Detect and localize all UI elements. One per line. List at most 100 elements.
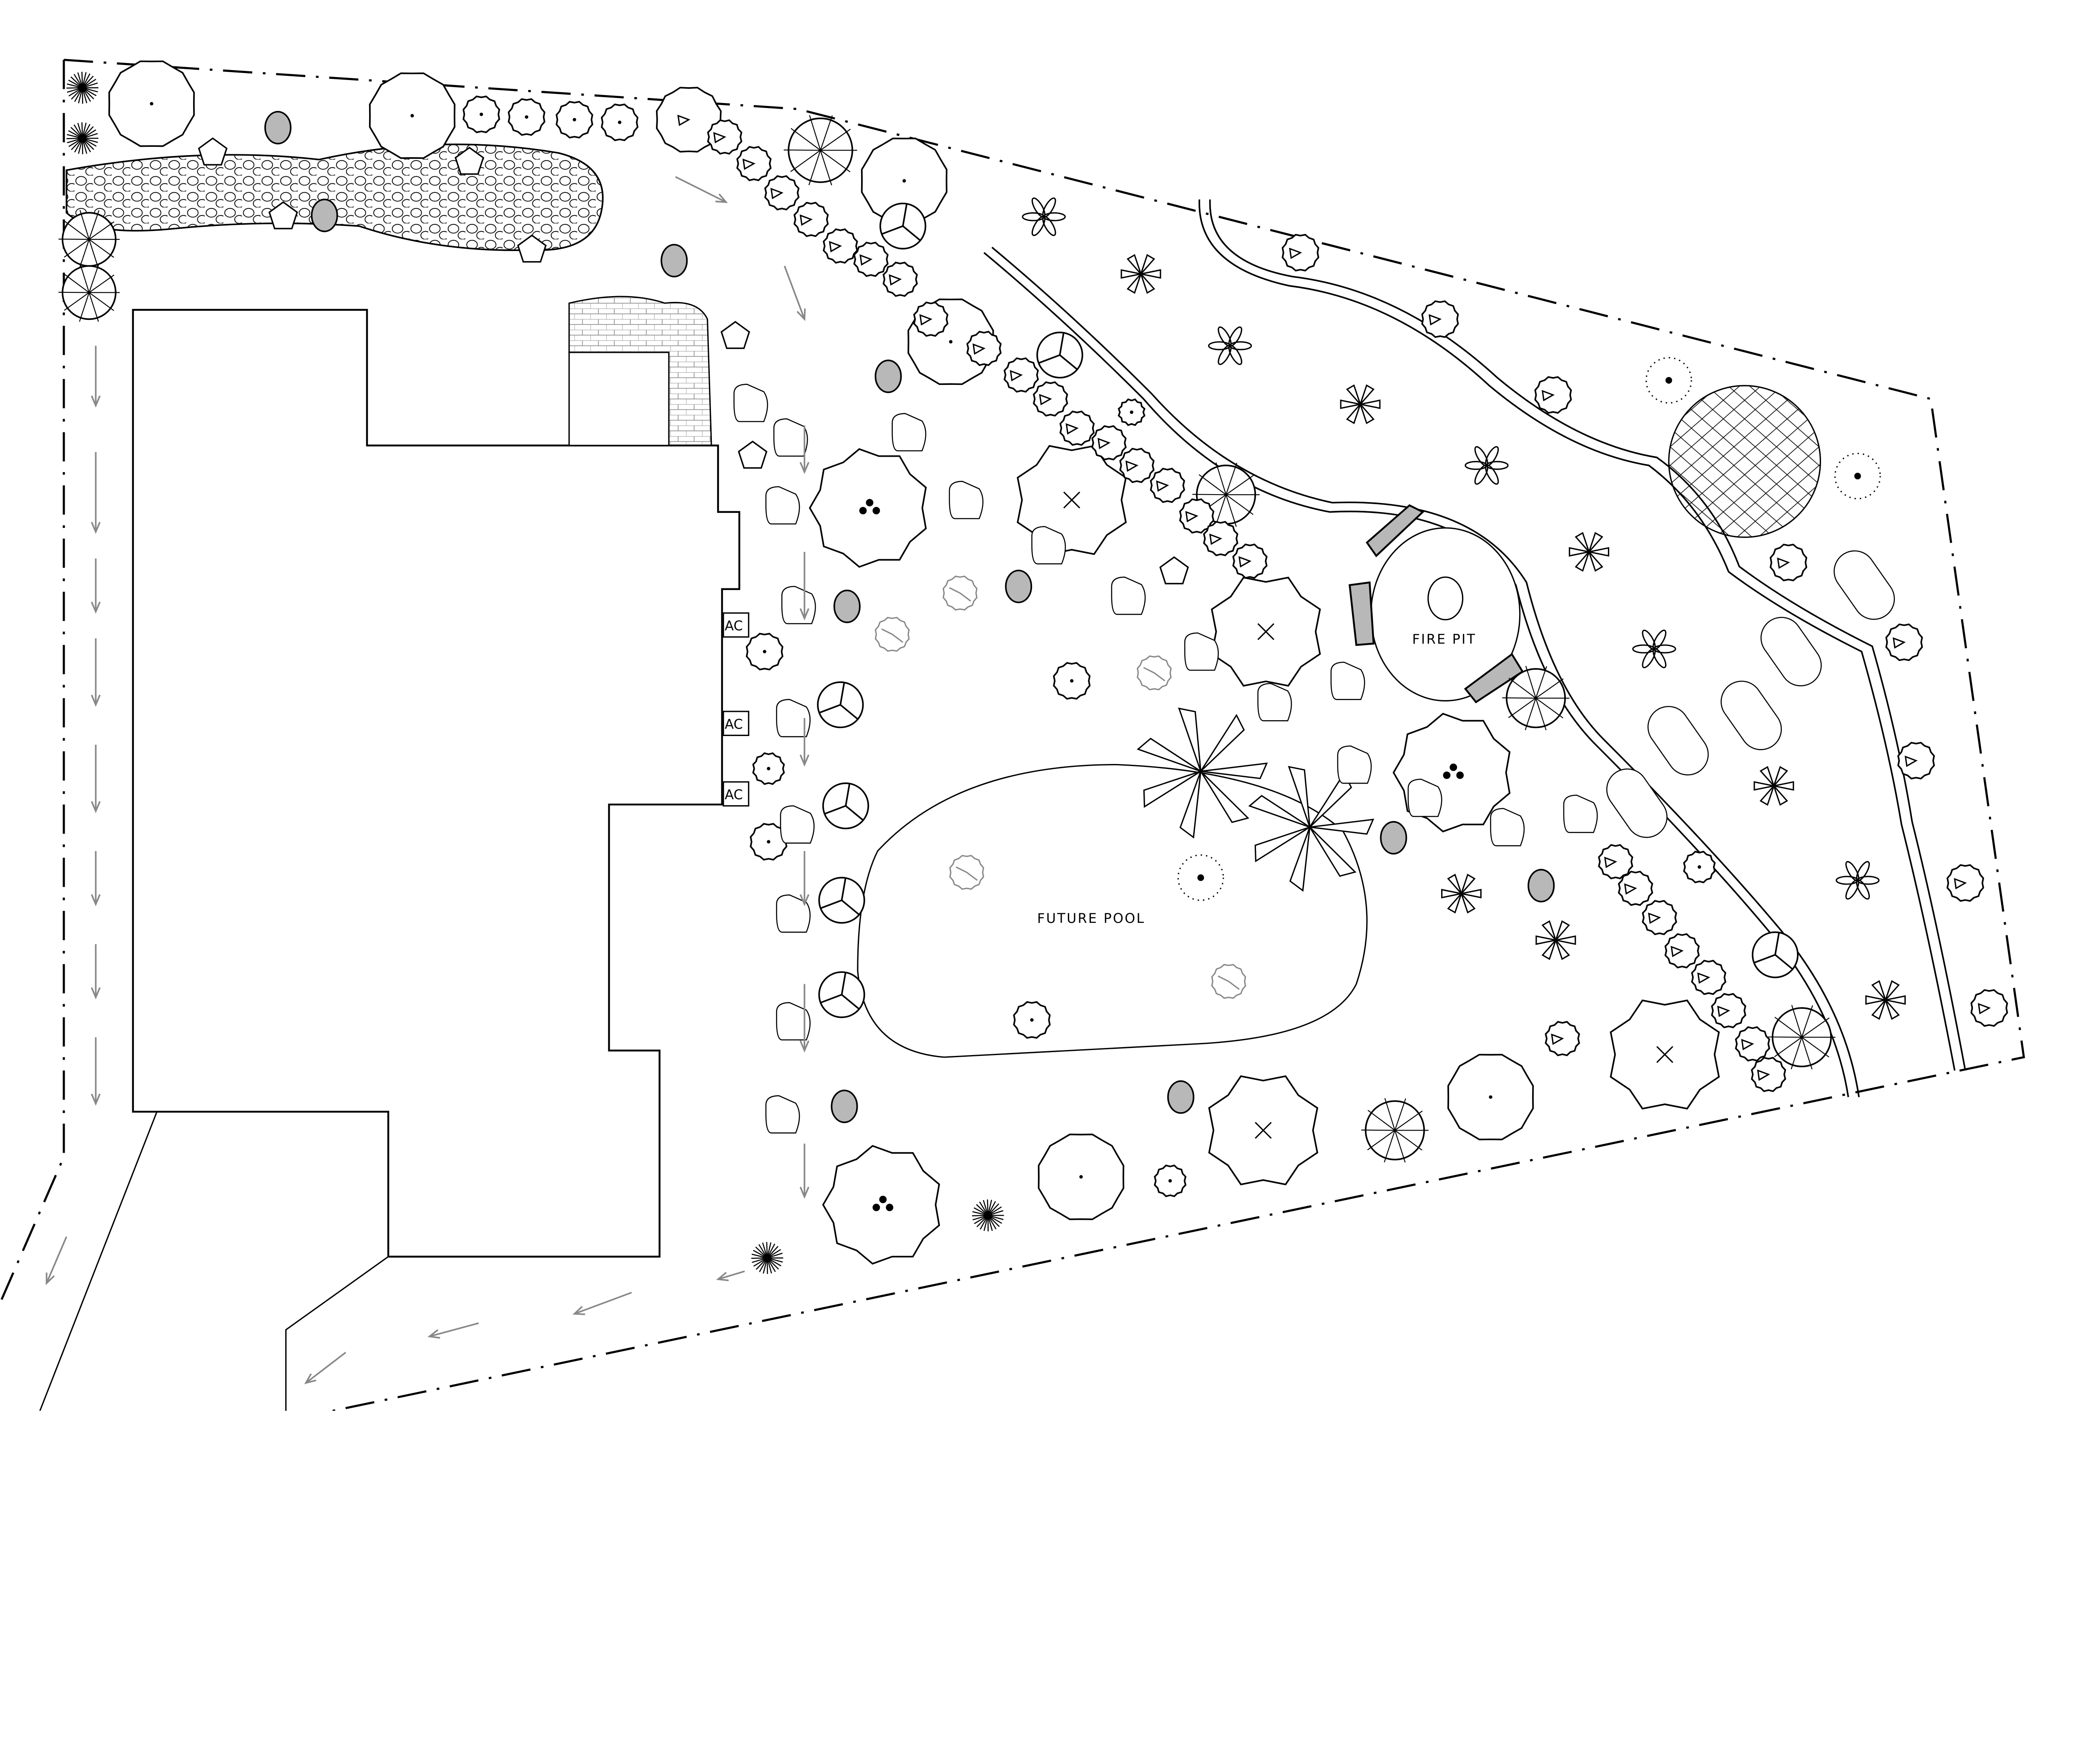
stepping-stone-symbol [1337, 745, 1372, 784]
pool-label: FUTURE POOL [1037, 910, 1145, 926]
palm-symbol [1248, 766, 1374, 892]
boulder-symbol [661, 244, 688, 278]
drainage-arrow [90, 1037, 101, 1106]
shrub-flag-symbol [1691, 960, 1726, 995]
ac-label: AC [725, 716, 743, 732]
shrub-dot-symbol [507, 98, 545, 136]
shrub-dot-symbol [1037, 1133, 1125, 1220]
shrub-flag-symbol [1091, 425, 1127, 461]
shrub-flag-symbol [793, 201, 829, 237]
bed-edge-inner-2 [991, 246, 1860, 1098]
drainage-arrow [799, 552, 809, 621]
stepping-stone-symbol [1031, 526, 1066, 565]
stepping-stone-symbol [773, 418, 808, 457]
shrub-pie-symbol [1751, 931, 1799, 978]
pentagon-symbol [198, 137, 228, 166]
pentagon-symbol [1159, 556, 1189, 585]
shrub-dot-symbol [1053, 662, 1091, 700]
shrub-flag-symbol [707, 119, 743, 155]
shrub-dot-symbol [746, 633, 784, 671]
shrub-dot-symbol [600, 103, 639, 141]
shrub-dot-symbol [1683, 850, 1716, 884]
pentagon-symbol [455, 146, 485, 175]
flower-symbol [1022, 197, 1066, 236]
boulder-symbol [311, 199, 338, 232]
perennial-gray-symbol [1211, 964, 1246, 999]
shrub-dot-symbol [462, 95, 500, 133]
ac-label: AC [725, 618, 743, 633]
drainage-arrow [799, 718, 809, 767]
star-perennial-symbol [1753, 766, 1794, 806]
brick-chimney [568, 296, 712, 446]
grass-symbol [972, 1199, 1004, 1231]
drainage-arrow [90, 944, 101, 1000]
shrub-dot-symbol [752, 752, 785, 785]
shrub-flag-symbol [1534, 376, 1572, 414]
shrub-pie-symbol [818, 971, 865, 1018]
fire-pit [1427, 576, 1464, 621]
boulder-symbol [1527, 869, 1555, 902]
capsule-symbol [1760, 617, 1822, 686]
tree-x-symbol [1610, 999, 1720, 1110]
paver-circle-patio [1668, 385, 1821, 538]
shrub-flag-symbol [1970, 989, 2008, 1027]
stepping-stone-symbol [781, 585, 816, 624]
drainage-arrow [90, 851, 101, 907]
drainage-arrow [799, 851, 809, 907]
star-perennial-symbol [1569, 532, 1610, 572]
star-perennial-symbol [1340, 384, 1381, 425]
stepping-stone-symbol [765, 1095, 800, 1134]
shrub-flag-symbol [853, 241, 889, 277]
shrub-flag-symbol [764, 175, 800, 211]
shrub-dot-symbol [1118, 398, 1145, 426]
evergreen-symbol [1768, 1005, 1836, 1070]
stepping-stone-symbol [776, 894, 811, 933]
shrub-flag-symbol [823, 228, 858, 264]
shrub-flag-symbol [1150, 467, 1186, 503]
flagstone-path [65, 143, 604, 251]
ac-unit: AC [723, 612, 749, 638]
dotted-ring-symbol [1645, 357, 1692, 404]
drainage-arrow [572, 1292, 632, 1315]
capsule-symbol [1834, 550, 1895, 620]
shrub-flag-symbol [1421, 300, 1459, 338]
drainage-arrows [45, 176, 809, 1385]
shrub-flag-symbol [1545, 1021, 1580, 1056]
shrub-dot-symbol [1013, 1001, 1051, 1039]
boulder-symbol [831, 1089, 858, 1123]
flower-symbol [1465, 446, 1509, 485]
pentagon-symbol [738, 440, 768, 469]
perennial-gray-symbol [942, 575, 978, 611]
stepping-stone-symbol [892, 413, 927, 452]
palm-symbol [1136, 707, 1268, 839]
shade-tree-symbol [822, 1145, 940, 1265]
shrub-dot-symbol [861, 138, 948, 224]
drainage-arrow [90, 452, 101, 534]
shrub-flag-symbol [1885, 623, 1923, 661]
drainage-arrow [716, 1270, 745, 1282]
stepping-stone-symbol [765, 486, 800, 525]
perennial-gray-symbol [874, 617, 910, 652]
drainage-arrow [45, 1236, 68, 1285]
capsule-symbol [1606, 768, 1668, 838]
pentagon-symbol [517, 234, 547, 263]
bench [1366, 504, 1424, 558]
driveway-edge [39, 1111, 389, 1411]
shrub-flag-symbol [1232, 543, 1268, 579]
grass-symbol [66, 122, 98, 154]
ac-label: AC [725, 787, 743, 802]
drainage-arrow [427, 1322, 479, 1339]
evergreen-symbol [58, 263, 120, 322]
evergreen-symbol [1502, 666, 1570, 731]
drainage-arrow [90, 744, 101, 814]
flower-symbol [1632, 629, 1676, 668]
shrub-flag-symbol [1769, 543, 1808, 581]
shrub-pie-symbol [818, 877, 865, 924]
shrub-pie-symbol [817, 681, 864, 729]
evergreen-symbol [1361, 1098, 1429, 1163]
chimney-box [568, 352, 670, 446]
shrub-pie-symbol [1036, 332, 1083, 379]
stepping-stone-symbol [1330, 661, 1365, 700]
shrub-flag-symbol [1735, 1026, 1771, 1062]
stepping-stone-symbol [949, 481, 984, 519]
